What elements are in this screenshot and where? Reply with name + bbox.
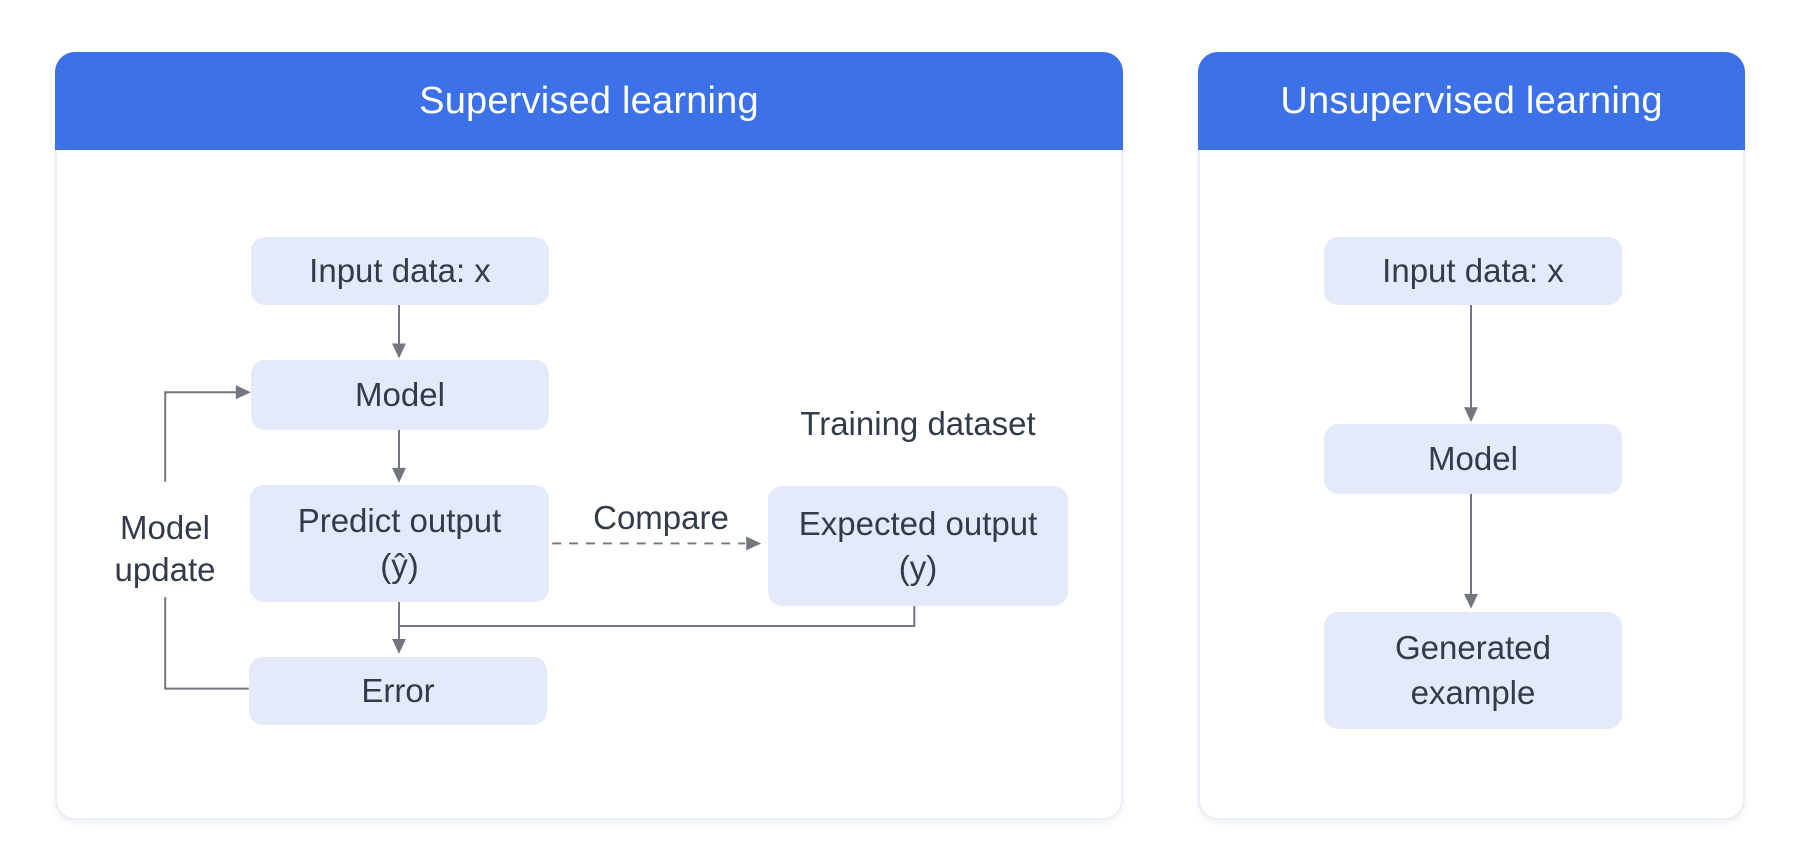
training-dataset-label: Training dataset: [800, 405, 1036, 442]
node-generated-example-label: Generated example: [1395, 629, 1551, 711]
unsupervised-learning-panel: Unsupervised learning Input data: x Mode…: [1198, 52, 1745, 820]
node-model-label: Model: [1428, 439, 1518, 477]
node-error: Error: [249, 657, 547, 725]
supervised-learning-panel: Supervised learning Input data: x: [55, 52, 1123, 820]
arrow-input-to-model-head: [392, 343, 406, 359]
arrow-predict-to-error-head: [392, 638, 406, 654]
line-model-update-loop-bottom: [164, 597, 249, 690]
arrow-model-to-predict-head: [392, 467, 406, 483]
node-model: Model: [251, 360, 549, 430]
arrow-model-to-generated-head: [1464, 593, 1478, 609]
node-error-label: Error: [361, 671, 435, 709]
node-predict-output-label: Predict output (ŷ): [297, 502, 502, 584]
unsupervised-panel-header: Unsupervised learning: [1198, 52, 1745, 150]
node-model-label: Model: [355, 375, 445, 413]
node-input-data-label: Input data: x: [1382, 251, 1564, 289]
node-expected-output-label: Expected output (y): [798, 504, 1038, 586]
node-input-data: Input data: x: [251, 237, 549, 305]
compare-label: Compare: [593, 499, 729, 536]
node-model: Model: [1324, 424, 1622, 494]
line-model-update-loop-top: [164, 391, 237, 482]
node-input-data: Input data: x: [1324, 237, 1622, 305]
node-predict-output: Predict output (ŷ): [250, 485, 549, 602]
arrow-model-update-head: [235, 385, 251, 400]
model-update-label: Model update: [114, 509, 216, 589]
line-expected-to-error: [398, 603, 916, 627]
supervised-panel-header: Supervised learning: [55, 52, 1123, 150]
node-generated-example: Generated example: [1324, 612, 1622, 729]
supervised-panel-title: Supervised learning: [419, 79, 759, 122]
node-expected-output: Expected output (y): [768, 486, 1068, 606]
dashed-arrow-compare-head: [746, 536, 762, 551]
arrow-input-to-model-head: [1464, 407, 1478, 423]
unsupervised-panel-title: Unsupervised learning: [1280, 79, 1663, 122]
node-input-data-label: Input data: x: [309, 251, 491, 289]
